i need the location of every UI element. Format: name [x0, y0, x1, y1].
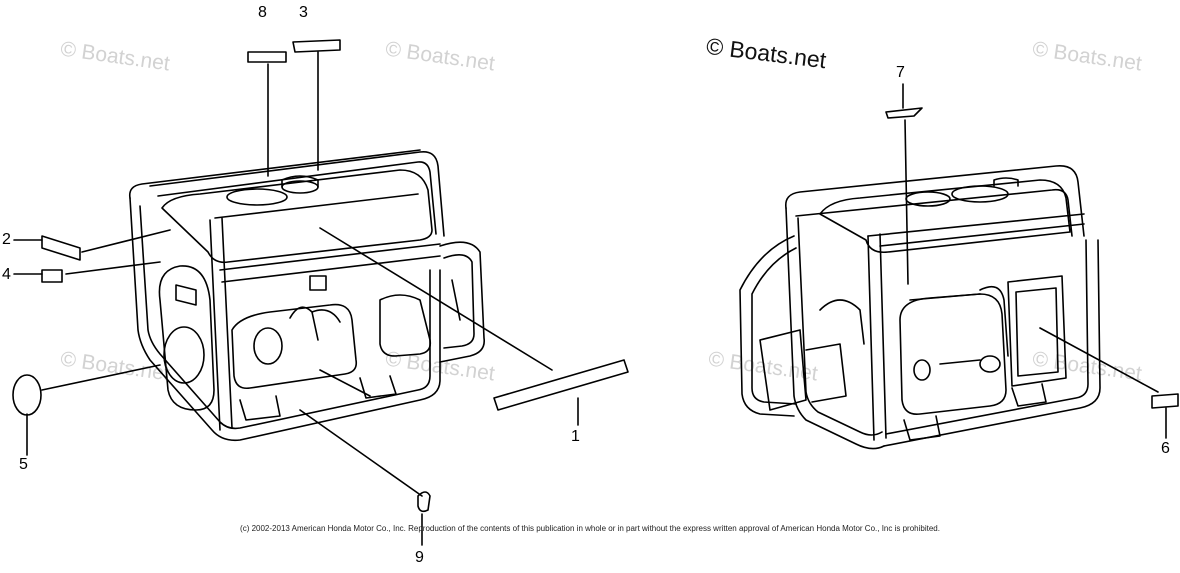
- decal-7: [885, 107, 923, 119]
- decal-3: [292, 39, 341, 53]
- callout-2: 2: [2, 231, 11, 248]
- decal-4: [41, 269, 63, 283]
- callout-7: 7: [896, 64, 905, 81]
- callout-1: 1: [571, 428, 580, 445]
- callout-5: 5: [19, 456, 28, 473]
- decal-8: [247, 51, 287, 63]
- copyright-notice: (c) 2002-2013 American Honda Motor Co., …: [240, 524, 940, 533]
- callout-6: 6: [1161, 440, 1170, 457]
- callout-9: 9: [415, 549, 424, 566]
- callout-3: 3: [299, 4, 308, 21]
- decal-5: [12, 374, 42, 416]
- callout-4: 4: [2, 266, 11, 283]
- decal-2: [41, 235, 81, 261]
- decal-6: [1151, 393, 1179, 409]
- callout-8: 8: [258, 4, 267, 21]
- left-generator: [12, 39, 629, 546]
- decal-9: [417, 491, 431, 513]
- decal-1: [493, 359, 629, 411]
- right-generator: [739, 83, 1179, 450]
